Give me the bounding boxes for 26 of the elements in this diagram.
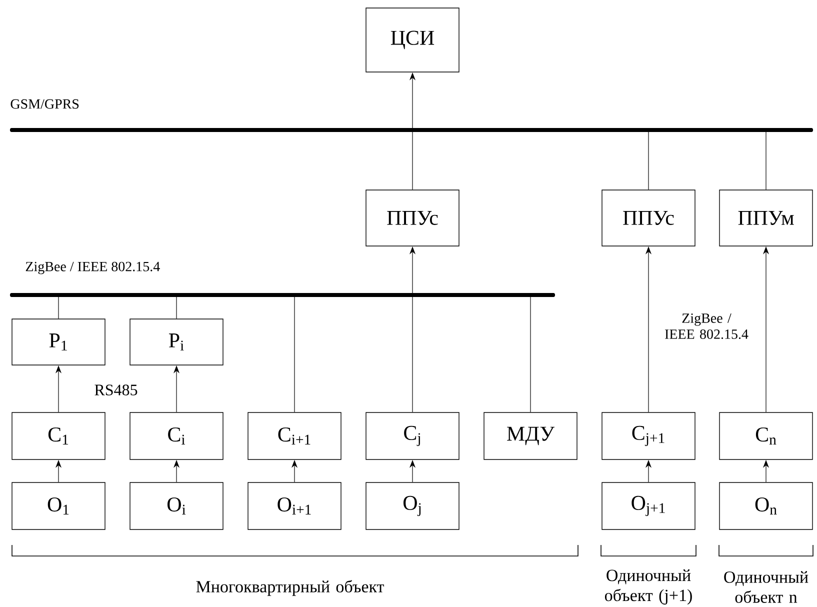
device-box: ЦСИ bbox=[366, 8, 460, 72]
device-box: Р$_{1}$ bbox=[12, 318, 106, 366]
device-box: С$_{i+1}$ bbox=[248, 412, 342, 460]
bracket-label: Многоквартирный объект bbox=[196, 580, 384, 596]
edge-label: ZigBee / IEEE 802.15.4 bbox=[658, 312, 756, 340]
bracket-label: Одиночный объект n bbox=[724, 571, 808, 603]
device-box: О$_{j+1}$ bbox=[602, 482, 696, 530]
interface-label: RS485 bbox=[94, 384, 138, 396]
network-label: ZigBee / IEEE 802.15.4 bbox=[26, 262, 160, 274]
device-box: О$_{i+1}$ bbox=[248, 482, 342, 530]
network-label: GSM/GPRS bbox=[10, 99, 79, 109]
device-box: Р$_{i}$ bbox=[130, 318, 224, 366]
device-box: С$_{n}$ bbox=[719, 412, 813, 460]
device-box: ППУс bbox=[366, 190, 460, 246]
device-box: С$_{j+1}$ bbox=[602, 412, 696, 460]
device-box: О$_{n}$ bbox=[719, 482, 813, 530]
device-box: О$_{j}$ bbox=[366, 482, 460, 530]
device-box: С$_{1}$ bbox=[12, 412, 106, 460]
bracket-label: Одиночный объект (j+1) bbox=[604, 569, 692, 605]
device-box: О$_{1}$ bbox=[12, 482, 106, 530]
device-box: С$_{i}$ bbox=[130, 412, 224, 460]
device-box: ППУс bbox=[602, 190, 696, 246]
device-box: О$_{i}$ bbox=[130, 482, 224, 530]
device-box: ППУм bbox=[719, 190, 813, 246]
device-box: МДУ bbox=[484, 412, 578, 460]
device-box: С$_{j}$ bbox=[366, 412, 460, 460]
